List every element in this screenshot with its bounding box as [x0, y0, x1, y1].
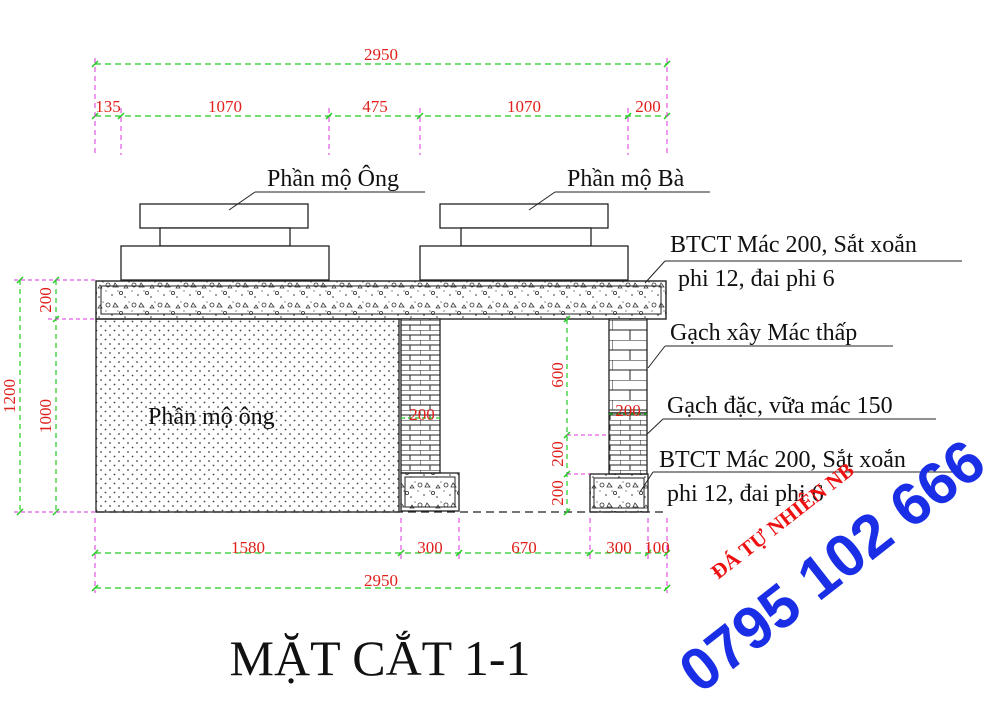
right-mid-value: 200 [548, 441, 567, 467]
footing-left [400, 472, 460, 512]
label-grandfather-top: Phần mộ Ông [267, 165, 399, 192]
top-part-475: 475 [362, 97, 388, 116]
slab-rebar-outline [100, 285, 662, 315]
right-upper-value: 600 [548, 362, 567, 388]
bottom-total-value: 2950 [364, 571, 398, 590]
top-total-dimension: 2950 [91, 45, 671, 68]
bottom-parts-dimension: 1580 300 670 300 100 [91, 538, 671, 557]
label-btct-bottom-2: phi 12, đai phi 6 [667, 481, 824, 507]
bottom-total-dimension: 2950 [91, 571, 671, 592]
right-low-value: 200 [548, 480, 567, 506]
label-grandmother-top: Phần mộ Bà [567, 166, 685, 192]
footing-right [589, 473, 649, 513]
left-slab-value: 200 [36, 287, 55, 313]
headstone-grandfather [120, 203, 330, 281]
top-part-1070-left: 1070 [208, 97, 242, 116]
wall-width-dims: 200 200 [401, 401, 647, 424]
wall-right-width-value: 200 [615, 401, 641, 420]
top-extension-lines [94, 58, 668, 155]
bottom-part-670: 670 [511, 538, 537, 557]
concrete-slab [95, 280, 667, 320]
bottom-part-300-left: 300 [417, 538, 443, 557]
label-btct-top-2: phi 12, đai phi 6 [678, 266, 835, 292]
headstone-grandmother [419, 203, 629, 281]
top-part-135: 135 [95, 97, 121, 116]
label-grandfather-body: Phần mộ ông [148, 404, 275, 430]
brick-wall-right-upper [608, 318, 648, 414]
brick-wall-right-lower [608, 412, 648, 475]
grandfather-fill-area [95, 318, 400, 513]
label-brick-low: Gạch xây Mác thấp [670, 320, 857, 346]
label-btct-top-1: BTCT Mác 200, Sắt xoắn [670, 232, 917, 258]
left-vertical-dims: 1200 200 1000 [0, 276, 96, 516]
brick-wall-left [400, 318, 441, 474]
left-body-value: 1000 [36, 399, 55, 433]
bottom-extension-lines [94, 518, 668, 593]
label-brick-solid: Gạch đặc, vữa mác 150 [667, 393, 893, 419]
label-btct-bottom-1: BTCT Mác 200, Sắt xoắn [659, 447, 906, 473]
wall-left-width-value: 200 [409, 405, 435, 424]
bottom-part-100: 100 [644, 538, 670, 557]
drawing-title: MẶT CẮT 1-1 [230, 630, 531, 686]
bottom-part-300-right: 300 [606, 538, 632, 557]
bottom-part-1580: 1580 [231, 538, 265, 557]
top-part-1070-right: 1070 [507, 97, 541, 116]
left-total-value: 1200 [0, 379, 19, 413]
top-total-value: 2950 [364, 45, 398, 64]
top-parts-dimension: 135 1070 475 1070 200 [91, 97, 671, 120]
right-vertical-dims: 600 200 200 [548, 315, 609, 516]
top-part-200: 200 [635, 97, 661, 116]
